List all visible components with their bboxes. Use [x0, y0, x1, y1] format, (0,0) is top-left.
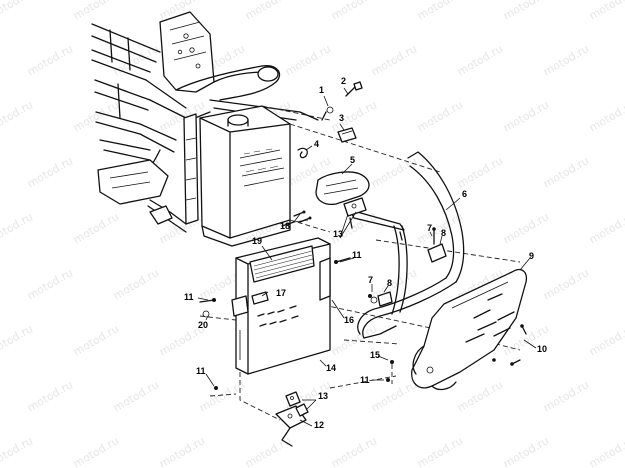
watermark-text: motod.ru [25, 42, 75, 78]
skid-hardware [492, 324, 527, 366]
callout-11d: 11 [360, 375, 370, 385]
chassis-frame [91, 11, 319, 233]
callout-9: 9 [529, 251, 534, 261]
watermark-text: motod.ru [0, 210, 35, 246]
watermark-text: motod.ru [369, 266, 419, 302]
callout-10: 10 [537, 344, 547, 354]
callout-6: 6 [462, 189, 467, 199]
callout-16: 16 [344, 315, 354, 325]
callout-8a: 8 [441, 228, 446, 238]
watermark-text: motod.ru [455, 42, 505, 78]
watermark-text: motod.ru [541, 378, 591, 414]
watermark-text: motod.ru [587, 322, 625, 358]
watermark-text: motod.ru [587, 210, 625, 246]
watermark-text: motod.ru [25, 154, 75, 190]
watermark-text: motod.ru [0, 322, 35, 358]
watermark-text: motod.ru [415, 98, 465, 134]
callout-11a: 11 [184, 292, 194, 302]
watermark-text: motod.ru [111, 266, 161, 302]
callout-4: 4 [314, 139, 319, 149]
leader-lines [197, 87, 537, 427]
watermark-text: motod.ru [25, 266, 75, 302]
callout-20: 20 [198, 320, 208, 330]
callout-5: 5 [350, 155, 355, 165]
watermark-text: motod.ru [329, 98, 379, 134]
callout-11b: 11 [352, 250, 362, 260]
watermark-text: motod.ru [157, 434, 207, 468]
watermark-text: motod.ru [501, 434, 551, 468]
callout-2: 2 [341, 76, 346, 86]
watermark-text: motod.ru [25, 378, 75, 414]
callout-7b: 7 [368, 275, 373, 285]
watermark-text: motod.ru [111, 378, 161, 414]
watermark-text: motod.ru [71, 434, 121, 468]
lower-bracket [275, 391, 309, 447]
bolt-hardware [297, 81, 363, 159]
callout-13a: 13 [333, 229, 343, 239]
watermark-text: motod.ru [587, 98, 625, 134]
watermark-text: motod.ru [329, 434, 379, 468]
watermark-text: motod.ru [587, 434, 625, 468]
watermark-text: motod.ru [455, 378, 505, 414]
watermark-text: motod.ru [71, 0, 121, 23]
watermark-text: motod.ru [455, 154, 505, 190]
callout-12: 12 [314, 420, 324, 430]
callout-18: 18 [280, 221, 290, 231]
callout-13b: 13 [318, 391, 328, 401]
front-bumper [315, 151, 465, 339]
watermark-text: motod.ru [587, 0, 625, 23]
watermark-text: motod.ru [369, 42, 419, 78]
callout-3: 3 [339, 113, 344, 123]
watermark-text: motod.ru [71, 210, 121, 246]
fasteners [199, 210, 394, 390]
callout-labels: 1 2 3 4 5 6 7 7 8 8 9 10 11 11 11 11 12 … [184, 76, 547, 430]
watermark-text: motod.ru [0, 98, 35, 134]
watermark-text: motod.ru [541, 42, 591, 78]
watermark-text: motod.ru [0, 434, 35, 468]
watermark-text: motod.ru [501, 98, 551, 134]
callout-14: 14 [326, 363, 336, 373]
callout-8b: 8 [387, 278, 392, 288]
watermark-text: motod.ru [0, 0, 35, 23]
watermark-text: motod.ru [541, 154, 591, 190]
watermark-text: motod.ru [329, 0, 379, 23]
watermark-text: motod.ru [369, 378, 419, 414]
watermark-text: motod.ru [283, 42, 333, 78]
callout-15: 15 [370, 350, 380, 360]
watermark-text: motod.ru [501, 210, 551, 246]
callout-11c: 11 [196, 366, 206, 376]
watermark-text: motod.ru [541, 266, 591, 302]
callout-19: 19 [252, 236, 262, 246]
watermark-text: motod.ru [243, 434, 293, 468]
watermark-text: motod.ru [415, 0, 465, 23]
callout-17: 17 [276, 288, 286, 298]
callout-1: 1 [319, 85, 324, 95]
watermark-text: motod.ru [369, 154, 419, 190]
callout-7a: 7 [427, 223, 432, 233]
watermark-text: motod.ru [71, 322, 121, 358]
watermark-text: motod.ru [243, 0, 293, 23]
watermark-text: motod.ru [501, 0, 551, 23]
front-panel [231, 237, 331, 375]
watermark-text: motod.ru [415, 434, 465, 468]
